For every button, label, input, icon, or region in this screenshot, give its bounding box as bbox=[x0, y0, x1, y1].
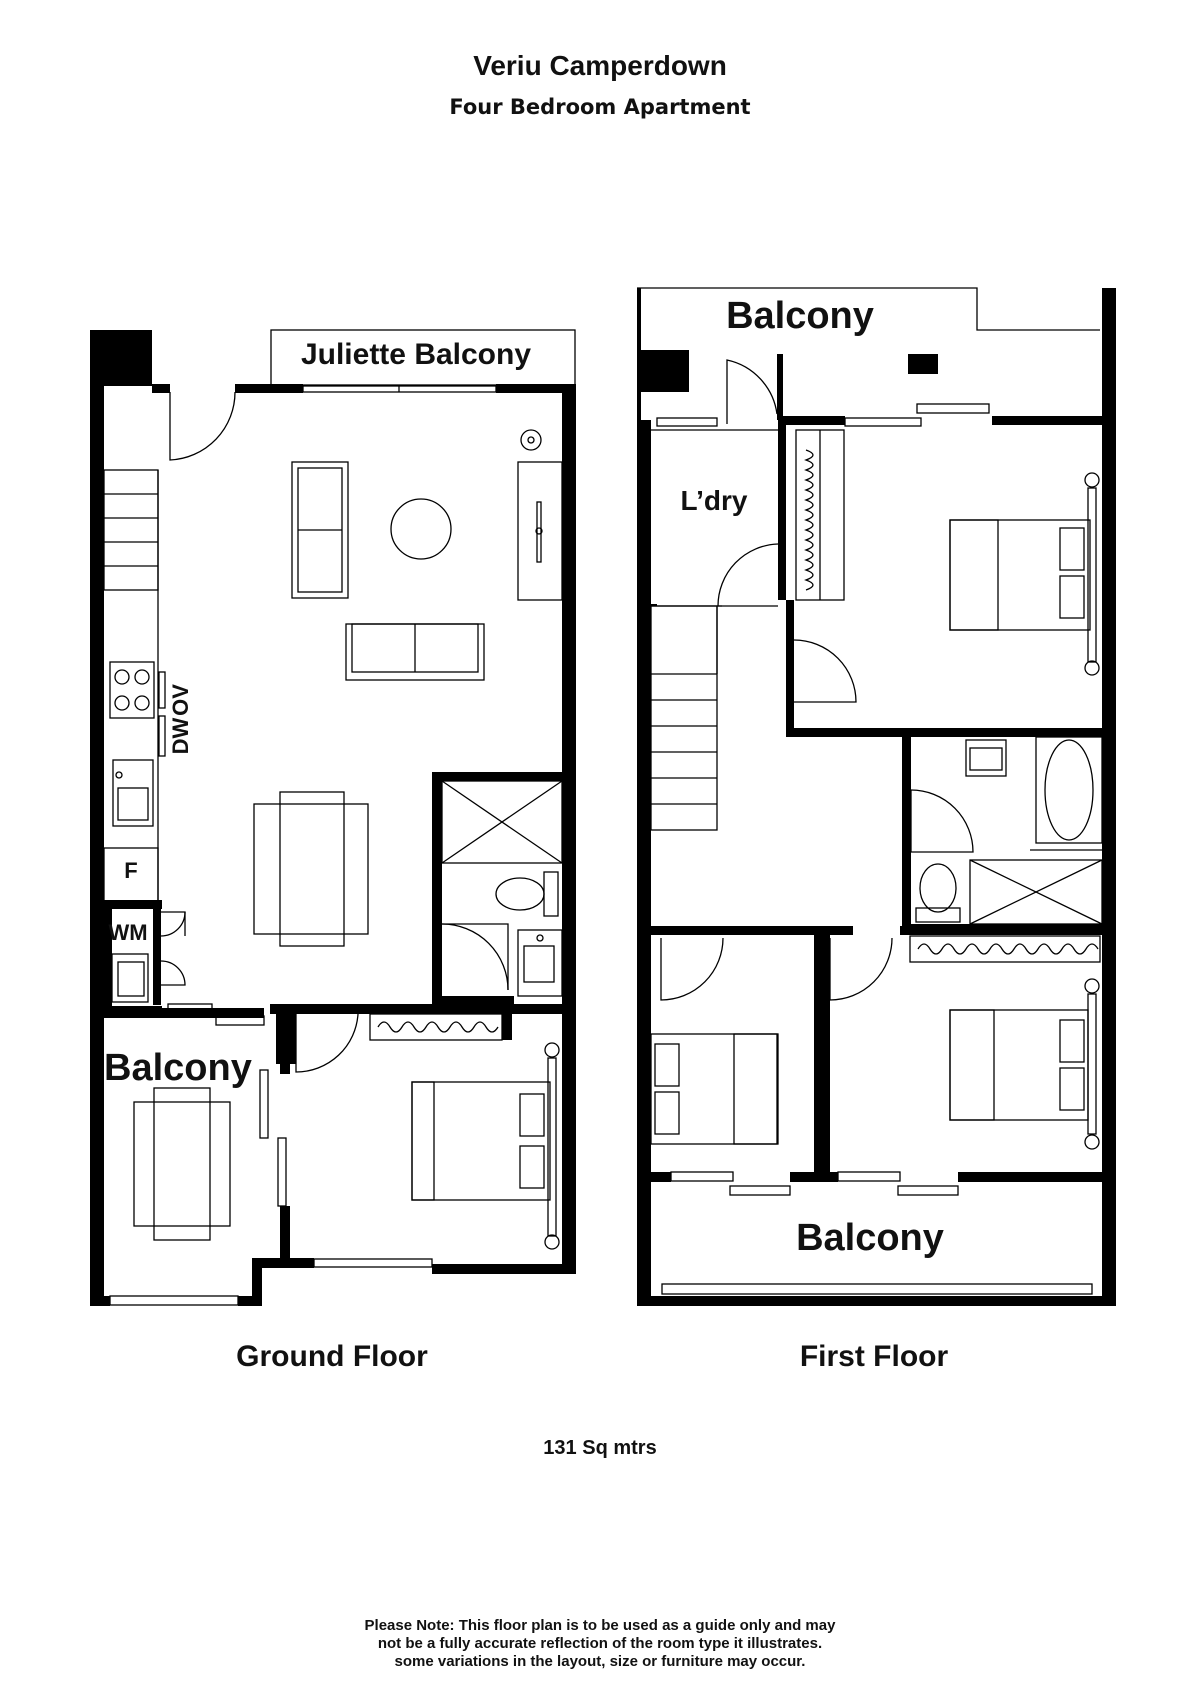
window-laundry bbox=[656, 417, 718, 427]
wall-bottom-first bbox=[637, 1296, 1116, 1306]
cooktop-icon bbox=[109, 661, 155, 719]
label-washing-machine: WM bbox=[108, 920, 147, 945]
stairs-first bbox=[650, 604, 718, 831]
wall-bottom-b bbox=[238, 1296, 262, 1306]
wall-top-a bbox=[152, 384, 170, 393]
column-block-first bbox=[637, 350, 689, 392]
window-bedroom bbox=[313, 1258, 433, 1268]
bed-icon-first-3 bbox=[949, 978, 1100, 1150]
door-entry[interactable] bbox=[169, 391, 236, 461]
window-bed2-a bbox=[670, 1171, 734, 1182]
coffee-table-icon bbox=[390, 498, 452, 560]
door-wm-b[interactable] bbox=[160, 960, 186, 986]
door-bedroom-ground[interactable] bbox=[295, 1013, 359, 1073]
label-first-balcony-top: Balcony bbox=[726, 295, 874, 337]
wall-wm-top bbox=[90, 900, 162, 909]
wall-bottom-d bbox=[432, 1264, 576, 1274]
window-bed3-a bbox=[837, 1171, 901, 1182]
stairs-ground bbox=[103, 469, 159, 591]
ground-floor-plan bbox=[90, 329, 576, 1306]
wardrobe-icon bbox=[369, 1013, 503, 1041]
label-first-floor: First Floor bbox=[799, 1340, 949, 1373]
wall-bottom-step bbox=[252, 1258, 262, 1306]
wall-bottom-e bbox=[280, 1234, 290, 1266]
wall-right bbox=[562, 384, 576, 1274]
wall-right-first bbox=[1102, 288, 1116, 1306]
lamp-icon bbox=[520, 429, 542, 451]
tv-unit-icon bbox=[517, 461, 563, 601]
wall-top-b bbox=[235, 384, 303, 393]
note-line-3: some variations in the layout, size or f… bbox=[394, 1653, 806, 1670]
shower-icon-first bbox=[969, 849, 1103, 925]
wall-left-first bbox=[637, 420, 651, 1306]
disclaimer-note: Please Note: This floor plan is to be us… bbox=[0, 1617, 1200, 1671]
note-line-2: not be a fully accurate reflection of th… bbox=[377, 1635, 823, 1652]
toilet-icon bbox=[495, 871, 559, 917]
bed-icon-ground bbox=[411, 1042, 560, 1250]
juliette-balcony-outline bbox=[270, 329, 576, 387]
page-subtitle: Four Bedroom Apartment bbox=[449, 95, 751, 119]
toilet-icon-first bbox=[915, 863, 961, 923]
wall-bath-left bbox=[432, 772, 442, 1006]
bed-icon-first-2 bbox=[650, 1033, 779, 1145]
door-bath-first[interactable] bbox=[910, 789, 974, 853]
door-bed1[interactable] bbox=[793, 639, 857, 703]
window-bed2-b bbox=[729, 1185, 791, 1196]
window-bed3-b bbox=[897, 1185, 959, 1196]
bathtub-icon bbox=[1035, 736, 1103, 844]
wall-bath-top bbox=[432, 772, 576, 781]
wall-bedroom-top bbox=[270, 1004, 576, 1014]
door-balcony-first[interactable] bbox=[726, 359, 778, 424]
label-juliette-balcony: Juliette Balcony bbox=[301, 338, 531, 371]
window-balcony bbox=[109, 1295, 239, 1306]
wall-bottom-a bbox=[90, 1296, 110, 1306]
sofa-icon bbox=[345, 623, 485, 681]
wall-bath-bottom bbox=[432, 996, 514, 1006]
wall-bed-divider bbox=[820, 926, 830, 1176]
window-balcony-b bbox=[215, 1015, 265, 1026]
kitchen-sink-icon bbox=[112, 759, 154, 827]
label-ground-floor: Ground Floor bbox=[236, 1340, 428, 1373]
door-laundry[interactable] bbox=[717, 543, 779, 607]
column-block bbox=[90, 330, 152, 386]
area-label: 131 Sq mtrs bbox=[543, 1437, 657, 1459]
door-wm-a[interactable] bbox=[160, 911, 186, 937]
dining-table-icon bbox=[253, 791, 369, 947]
outdoor-table-icon bbox=[133, 1087, 231, 1241]
label-laundry: L’dry bbox=[681, 485, 748, 516]
window-balcony-a bbox=[167, 1003, 213, 1014]
note-line-1: Please Note: This floor plan is to be us… bbox=[364, 1617, 836, 1634]
wardrobe-icon-first-a bbox=[795, 429, 845, 601]
top-balcony-outline bbox=[637, 287, 1100, 331]
page-title: Veriu Camperdown bbox=[473, 50, 727, 81]
sliding-door-b[interactable] bbox=[277, 1137, 287, 1207]
window-bottom-balcony bbox=[661, 1283, 1093, 1295]
bathroom-sink-icon bbox=[517, 929, 563, 997]
wardrobe-icon-first-b bbox=[909, 935, 1101, 963]
wall-bed2-top bbox=[651, 926, 853, 935]
laundry-sink-icon bbox=[111, 953, 149, 1003]
first-floor-plan bbox=[637, 287, 1116, 1306]
wall-top-c bbox=[496, 384, 576, 393]
door-bed2[interactable] bbox=[660, 937, 724, 1001]
door-bathroom[interactable] bbox=[442, 923, 509, 990]
wall-bath1-left bbox=[902, 736, 911, 932]
label-dw: DW bbox=[168, 717, 193, 754]
label-ground-balcony: Balcony bbox=[104, 1047, 252, 1089]
door-bed3[interactable] bbox=[829, 937, 893, 1001]
window-bed1-b bbox=[916, 403, 990, 414]
label-fridge: F bbox=[124, 858, 137, 883]
bathroom-sink-icon-first bbox=[965, 739, 1007, 777]
window-bed1-a bbox=[844, 417, 922, 427]
label-first-balcony-bottom: Balcony bbox=[796, 1217, 944, 1259]
wall-bed1-bottom bbox=[786, 728, 1116, 737]
label-ov: OV bbox=[168, 684, 193, 716]
sliding-door-a[interactable] bbox=[259, 1069, 269, 1139]
wall-bedroom-left-a bbox=[276, 1004, 296, 1064]
armchair-icon bbox=[291, 461, 349, 599]
wall-left bbox=[90, 386, 104, 1306]
bed-icon-first-1 bbox=[949, 472, 1100, 676]
shower-icon bbox=[441, 780, 563, 864]
